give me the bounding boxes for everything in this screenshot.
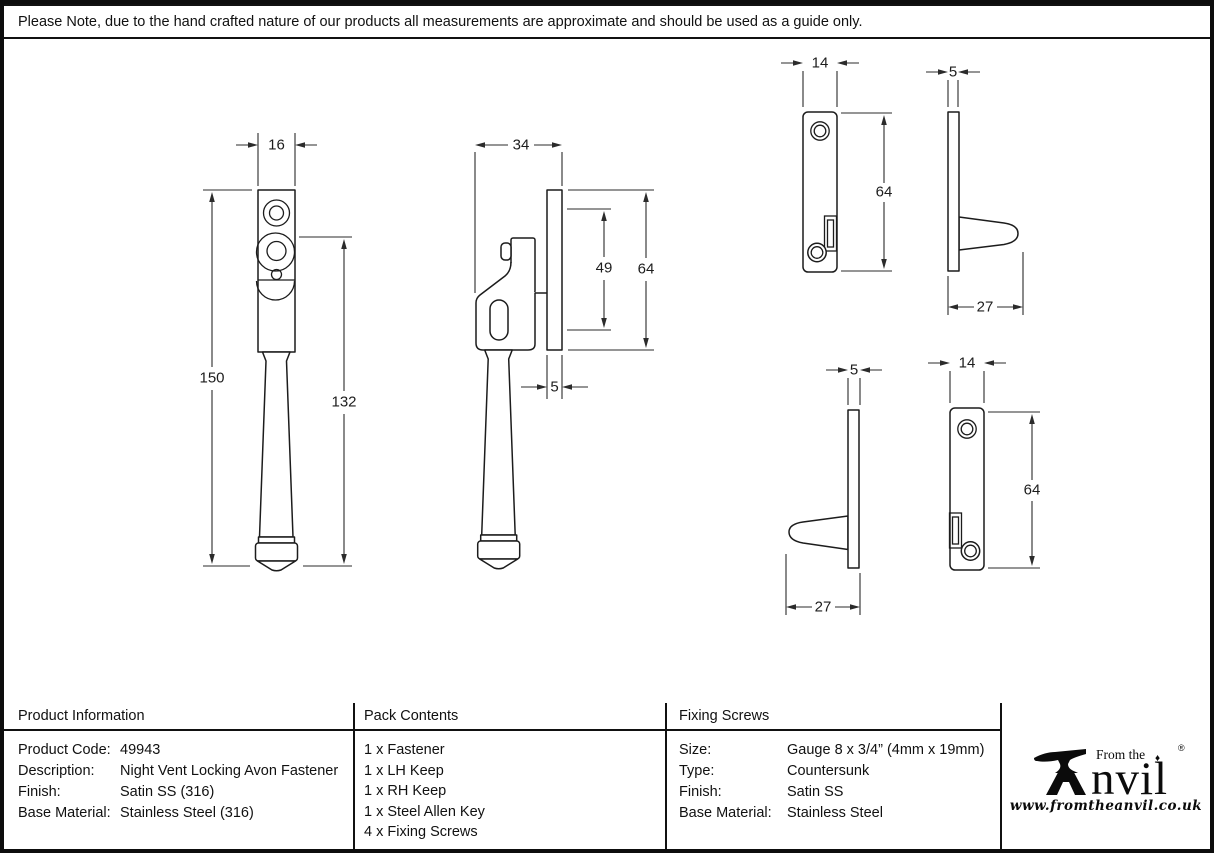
table-row: Product Code:49943 [18,742,161,758]
anvil-logo-icon [1034,749,1086,795]
list-item: 1 x Steel Allen Key [364,803,485,820]
dim-label: 150 [199,370,224,387]
logo-brand-text: nvil [1091,753,1169,805]
dim-label: 64 [1024,482,1041,499]
dim-label: 5 [949,64,957,81]
fixing-screws-section: Fixing Screws Size:Gauge 8 x 3/4” (4mm x… [665,703,1000,849]
keep-rh-front-view: 14 64 [781,55,892,273]
brand-logo-cell: From the ♦ ® nvil www.fromtheanvil.co.uk [1000,703,1210,849]
logo-diamond-icon: ♦ [1155,753,1161,764]
fastener-front-view: 16 150 132 [199,133,357,572]
table-row: Base Material:Stainless Steel [679,805,883,821]
dim-label: 64 [876,184,893,201]
logo-from-the-text: From the [1096,747,1146,762]
table-row: Finish:Satin SS (316) [18,784,215,800]
dim-label: 64 [638,261,655,278]
keep-lh-side-view: 5 27 [785,362,882,616]
logo-website-text: www.fromtheanvil.co.uk [1009,798,1203,814]
dim-label: 16 [268,137,285,154]
pack-contents-header: Pack Contents [355,703,665,731]
list-item: 1 x RH Keep [364,783,447,800]
dim-label: 27 [815,599,832,616]
list-item: 1 x Fastener [364,742,445,758]
keep-rh-side-view: 5 27 [926,64,1024,316]
dim-label: 5 [550,379,558,396]
dim-label: 27 [977,299,994,316]
info-table: Product Information Product Code:49943 D… [4,703,1210,849]
dim-label: 14 [959,355,976,372]
list-item: 1 x LH Keep [364,762,444,779]
note-text: Please Note, due to the hand crafted nat… [18,13,863,30]
table-row: Size:Gauge 8 x 3/4” (4mm x 19mm) [679,742,985,758]
registered-trademark-icon: ® [1178,743,1185,753]
product-information-header: Product Information [4,703,353,731]
fastener-side-view: 34 49 64 5 [474,137,655,570]
dim-label: 49 [596,260,613,277]
note-bar: Please Note, due to the hand crafted nat… [4,4,1210,39]
dim-label: 34 [513,137,530,154]
dim-label: 132 [331,394,356,411]
table-row: Finish:Satin SS [679,784,844,800]
keep-lh-front-view: 14 64 [928,355,1040,571]
dim-label: 14 [812,55,829,72]
product-information-section: Product Information Product Code:49943 D… [4,703,353,849]
dim-label: 5 [850,362,858,379]
table-row: Description:Night Vent Locking Avon Fast… [18,763,339,779]
technical-drawing: 16 150 132 [199,55,1040,616]
list-item: 4 x Fixing Screws [364,824,478,841]
fixing-screws-header: Fixing Screws [667,703,1000,731]
table-row: Base Material:Stainless Steel (316) [18,805,254,821]
table-row: Type:Countersunk [679,763,870,779]
pack-contents-section: Pack Contents 1 x Fastener 1 x LH Keep 1… [353,703,665,849]
